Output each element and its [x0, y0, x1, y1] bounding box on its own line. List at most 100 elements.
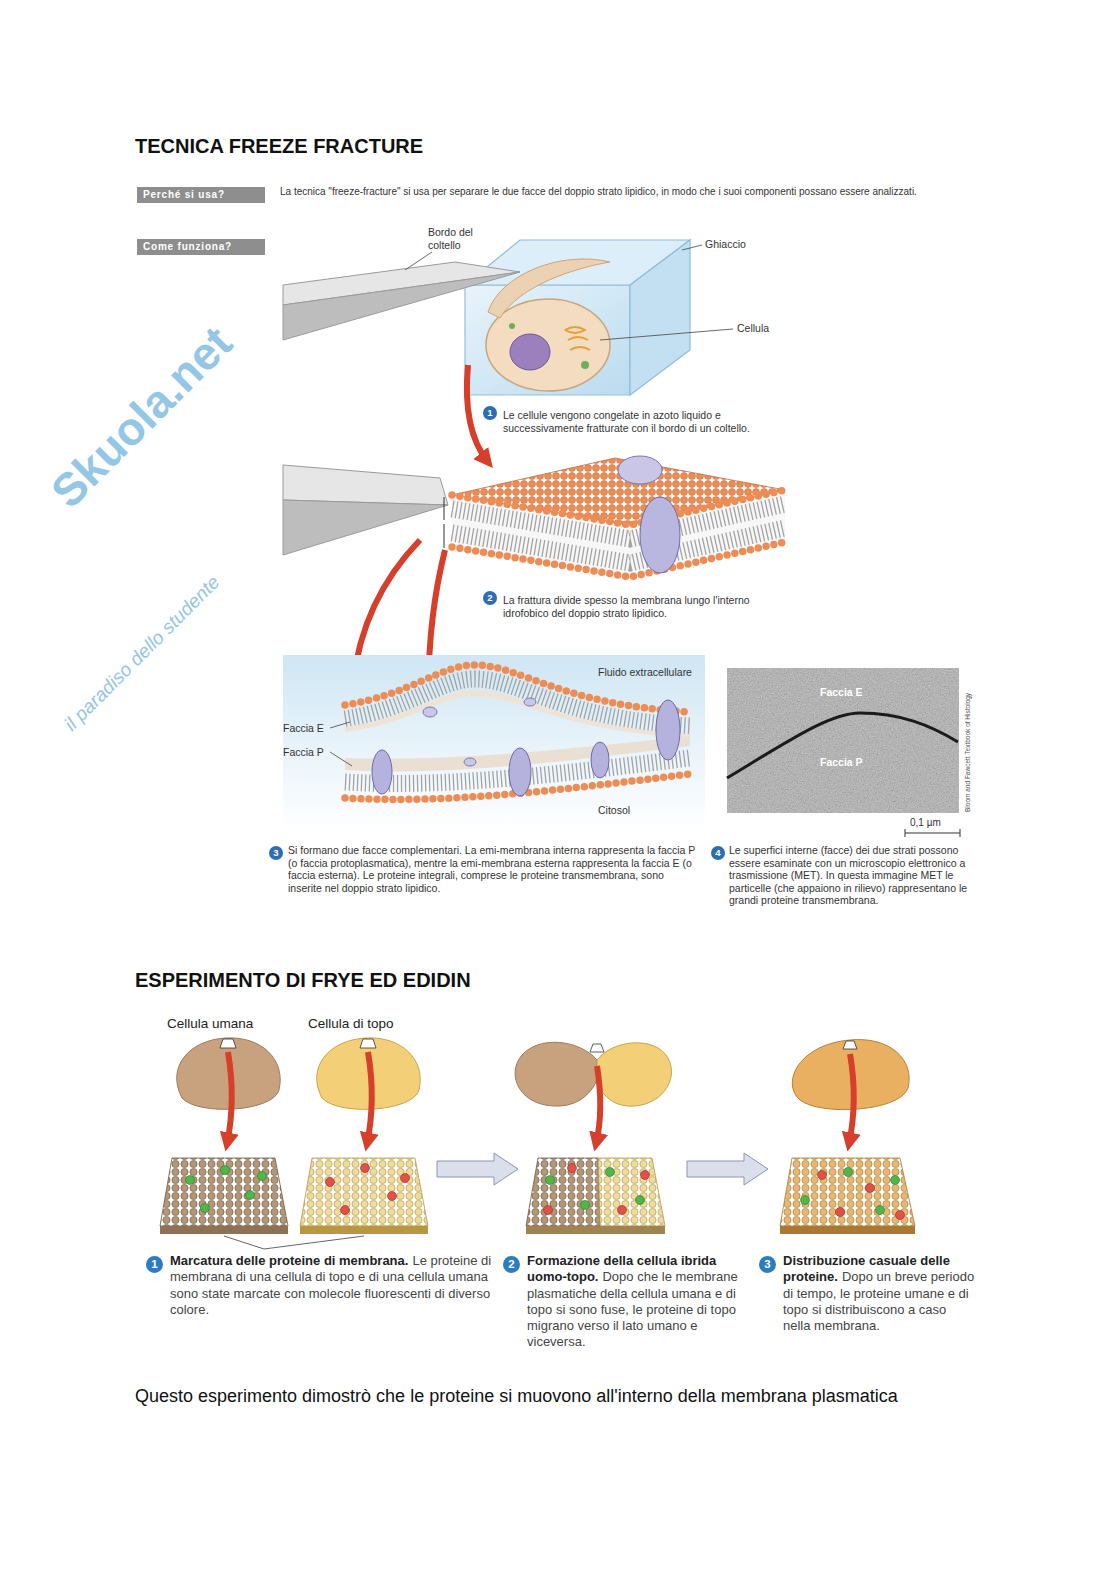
step-text: Si formano due facce complementari. La e…	[288, 844, 700, 894]
cell-fusion-figure-part	[160, 1226, 288, 1234]
split-membrane-figure-part	[656, 700, 680, 760]
cell-fusion-figure-part-part	[818, 1171, 827, 1180]
cell-fusion-figure-part	[849, 1054, 854, 1144]
watermark: Skuola.net	[40, 316, 244, 520]
callout-number: 2	[483, 591, 497, 605]
split-membrane-figure-part	[591, 742, 609, 778]
micrograph	[727, 668, 960, 837]
part-label: Bordo del coltello	[428, 226, 506, 251]
tag-box: Come funziona?	[137, 239, 265, 255]
cell-fusion-figure-part	[843, 1041, 857, 1049]
ice-block-figure-part	[630, 240, 690, 395]
callout-number: 3	[759, 1256, 776, 1273]
callout-digit: 3	[759, 1256, 776, 1273]
cell-fusion-figure-part-part	[876, 1206, 885, 1215]
membrane-slab-figure-part	[452, 542, 785, 577]
cell-fusion-figure-part-part	[896, 1211, 905, 1220]
callout-number: 4	[711, 846, 725, 860]
cell-fusion-figure-part	[780, 1226, 915, 1234]
cell-fusion-figure-part	[598, 1158, 665, 1226]
callout-digit: 1	[146, 1256, 163, 1273]
cell-fusion-figure-part-part	[844, 1168, 853, 1177]
ice-block-figure-part	[465, 285, 630, 395]
callout-number: 3	[269, 846, 283, 860]
cell-fusion-figure-part	[227, 1052, 232, 1144]
cell-fusion-figure-part	[596, 1066, 600, 1144]
callout-digit: 4	[711, 846, 725, 860]
ice-block-figure-part	[405, 252, 432, 270]
image-credit: Bloom and Fawcett Textbook of Histology	[964, 693, 972, 812]
cell-fusion-figure-part	[220, 1039, 236, 1048]
membrane-slab-figure-part	[618, 456, 662, 484]
cell-fusion-figure-part-part	[258, 1172, 267, 1181]
watermark: il paradiso dello studente	[60, 571, 225, 736]
cell-fusion-figure-part-part	[836, 1208, 845, 1217]
cell-fusion-figure-part-part	[606, 1168, 615, 1177]
ice-block-figure-part	[486, 299, 610, 391]
cell-fusion-figure-part	[264, 1236, 364, 1249]
split-membrane-figure-part	[372, 750, 392, 794]
cell-fusion-figure-part	[544, 1164, 650, 1215]
callout-number: 1	[146, 1256, 163, 1273]
cell-fusion-figure-part	[590, 1044, 604, 1052]
step-heading: Marcatura delle proteine di membrana.	[170, 1253, 408, 1268]
cell-fusion-figure-part-part	[636, 1196, 645, 1205]
cell-fusion-figure-part-part	[544, 1206, 553, 1215]
ice-block-figure-part	[600, 329, 733, 340]
split-membrane-figure-part	[330, 752, 352, 766]
cell-fusion-figure-part-part	[221, 1166, 230, 1175]
ice-block-figure-part	[283, 272, 520, 340]
cell-fusion-figure-part-part	[186, 1176, 195, 1185]
cell-fusion-figure-part-part	[891, 1176, 900, 1185]
split-membrane-figure-part	[464, 758, 476, 766]
cell-fusion-figure-part	[546, 1168, 645, 1210]
cell-fusion-figure-part	[326, 1164, 410, 1215]
cell-fusion-figure-part-part	[641, 1171, 650, 1180]
ice-block-figure-part	[581, 361, 589, 369]
cell-fusion-figure-part	[597, 1043, 672, 1106]
ice-block-figure-part	[682, 245, 702, 250]
callout-digit: 2	[503, 1256, 520, 1273]
cell-fusion-figure-part-part	[401, 1174, 410, 1183]
part-label: Ghiaccio	[705, 238, 785, 251]
membrane-slab-figure-part	[640, 497, 680, 573]
cell-fusion-figure-part-part	[581, 1201, 590, 1210]
cell-fusion-figure-part	[526, 1158, 600, 1226]
ice-block-figure-part	[510, 334, 550, 370]
ice-block-figure-part	[565, 327, 590, 350]
cell-fusion-figure-part	[186, 1166, 267, 1213]
membrane-slab-figure-part	[452, 490, 785, 525]
section-heading: ESPERIMENTO DI FRYE ED EDIDIN	[135, 968, 471, 992]
cell-fusion-figure-part-part	[341, 1206, 350, 1215]
membrane-slab-figure-part	[283, 465, 448, 505]
cell-fusion-figure-part	[367, 1052, 372, 1144]
membrane-slab-figure-part	[444, 497, 445, 520]
membrane-slab-figure-part	[283, 500, 448, 555]
micrograph-part	[960, 829, 961, 837]
part-label: Faccia E	[283, 722, 343, 735]
step-text: Le superfici interne (facce) dei due str…	[729, 844, 975, 907]
intro-text: La tecnica "freeze-fracture" si usa per …	[280, 186, 950, 198]
part-label: Cellula di topo	[308, 1016, 394, 1032]
split-membrane-figure-part	[283, 655, 705, 830]
cell-fusion-figure-part	[687, 1153, 768, 1185]
split-membrane-figure	[283, 655, 705, 830]
tag-box: Perché si usa?	[137, 187, 265, 203]
cell-fusion-figure-part	[360, 1039, 376, 1048]
tag-text: Come funziona?	[143, 239, 259, 255]
callout-digit: 3	[269, 846, 283, 860]
cell-fusion-figure	[160, 1038, 915, 1249]
face-label: Faccia E	[820, 686, 863, 698]
split-membrane-figure-part	[524, 698, 536, 706]
ice-block-figure-part	[509, 323, 515, 329]
face-label: Faccia P	[820, 756, 863, 768]
ice-block-figure-part	[488, 259, 610, 318]
cell-fusion-figure-part	[224, 1236, 264, 1249]
page-heading: TECNICA FREEZE FRACTURE	[135, 135, 423, 158]
micrograph-part	[727, 668, 959, 813]
cell-fusion-figure-part-part	[801, 1196, 810, 1205]
part-label: Cellula	[737, 322, 817, 335]
cell-fusion-figure-part-part	[388, 1192, 397, 1201]
callout-digit: 2	[483, 591, 497, 605]
membrane-slab-figure-part	[452, 528, 785, 563]
